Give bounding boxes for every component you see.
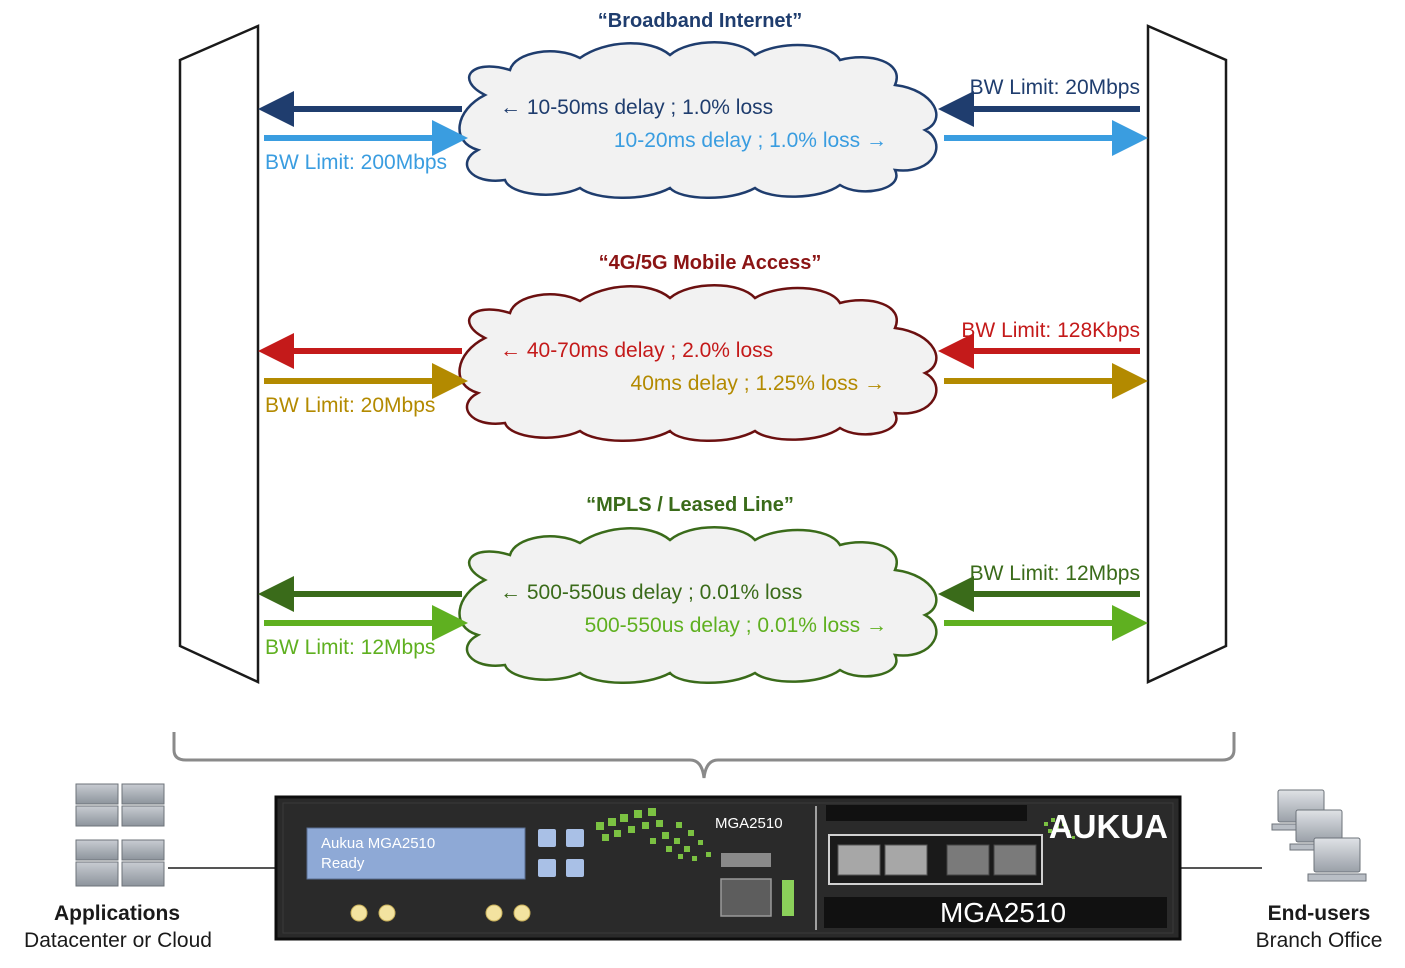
mpls-downstream-label: 500-550us delay ; 0.01% loss → [585, 614, 887, 637]
brand-wordmark: AUKUA [1049, 808, 1168, 845]
model-nameplate [824, 897, 1167, 928]
brand-swoosh-graphic [596, 808, 711, 861]
grouping-brace [172, 732, 1236, 779]
mpls-bw-left: BW Limit: 12Mbps [265, 636, 435, 659]
mobile-bw-right: BW Limit: 128Kbps [961, 319, 1140, 342]
left-endpoint-title: Applications [54, 902, 180, 925]
network-port[interactable] [993, 844, 1037, 876]
broadband-section: “Broadband Internet” ← 10-50ms delay ; 1… [258, 10, 1148, 199]
right-endpoint-subtitle: Branch Office [1256, 929, 1383, 952]
broadband-cloud [458, 41, 938, 199]
keypad-button[interactable] [538, 829, 556, 847]
server-rack-icon [75, 783, 165, 887]
status-led [350, 904, 368, 922]
mobile-upstream-label: ← 40-70ms delay ; 2.0% loss [500, 339, 773, 362]
left-endpoint-panel [178, 24, 260, 684]
left-endpoint-subtitle: Datacenter or Cloud [24, 929, 212, 952]
keypad-button[interactable] [566, 829, 584, 847]
mpls-section: “MPLS / Leased Line” ← 500-550us delay ;… [258, 494, 1148, 684]
mobile-bw-left: BW Limit: 20Mbps [265, 394, 435, 417]
mobile-downstream-label: 40ms delay ; 1.25% loss → [631, 372, 885, 395]
link-led [782, 880, 794, 916]
keypad-button[interactable] [566, 859, 584, 877]
aukua-logo: AUKUA [1044, 808, 1168, 845]
lcd-display [306, 827, 526, 880]
broadband-downstream-label: 10-20ms delay ; 1.0% loss → [614, 129, 887, 152]
mobile-section: “4G/5G Mobile Access” ← 40-70ms delay ; … [258, 252, 1148, 442]
network-port[interactable] [946, 844, 990, 876]
top-slot [826, 805, 1027, 821]
status-led [378, 904, 396, 922]
management-port[interactable] [720, 878, 772, 917]
management-slot [721, 853, 771, 867]
right-endpoint-panel [1146, 24, 1228, 684]
mpls-cloud [458, 526, 938, 684]
network-port[interactable] [837, 844, 881, 876]
broadband-bw-left: BW Limit: 200Mbps [265, 151, 447, 174]
status-led [485, 904, 503, 922]
mobile-title: “4G/5G Mobile Access” [599, 252, 822, 274]
status-led [513, 904, 531, 922]
lcd-line-2: Ready [321, 855, 365, 872]
model-label-small: MGA2510 [715, 815, 783, 832]
right-endpoint-title: End-users [1268, 902, 1371, 925]
mpls-title: “MPLS / Leased Line” [586, 494, 794, 516]
network-port[interactable] [884, 844, 928, 876]
broadband-upstream-label: ← 10-50ms delay ; 1.0% loss [500, 96, 773, 119]
model-label-large: MGA2510 [940, 897, 1066, 928]
mpls-bw-right: BW Limit: 12Mbps [970, 562, 1140, 585]
mpls-upstream-label: ← 500-550us delay ; 0.01% loss [500, 581, 802, 604]
mga2510-appliance: Aukua MGA2510 Ready MGA2510 [274, 795, 1182, 941]
mobile-cloud [458, 284, 938, 442]
computers-icon [1271, 789, 1367, 882]
broadband-bw-right: BW Limit: 20Mbps [970, 76, 1140, 99]
keypad-button[interactable] [538, 859, 556, 877]
lcd-line-1: Aukua MGA2510 [321, 835, 435, 852]
broadband-title: “Broadband Internet” [598, 10, 802, 32]
